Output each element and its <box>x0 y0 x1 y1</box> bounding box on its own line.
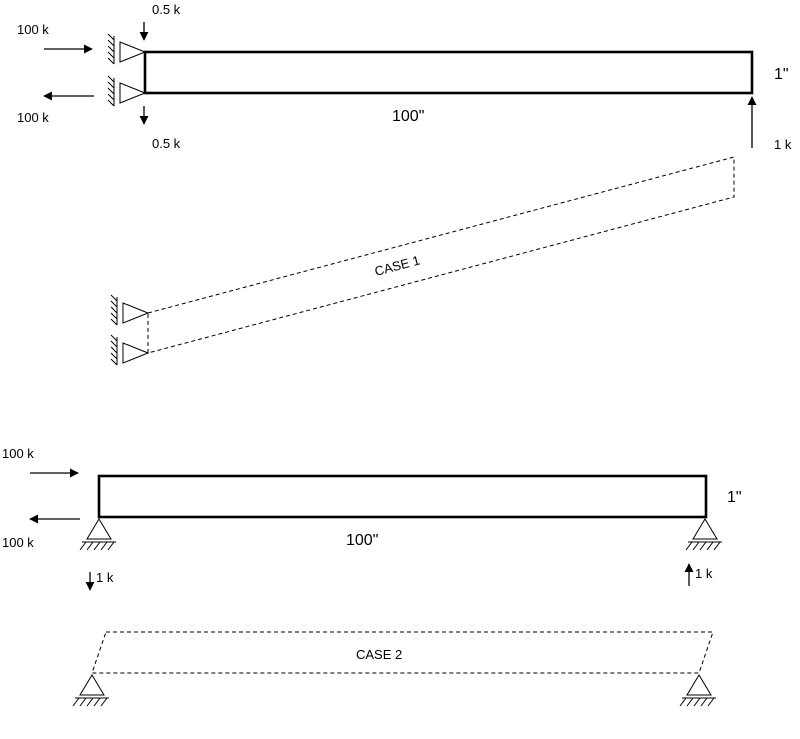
case1-depth-label: 1" <box>774 66 789 83</box>
case1-length-label: 100" <box>392 108 424 125</box>
case1-end-force-label: 1 k <box>774 137 792 152</box>
case2-bottom-axial-label: 100 k <box>2 535 34 550</box>
case2-caption: CASE 2 <box>356 647 402 662</box>
case2-beam <box>97 474 708 519</box>
case1-deformed-lower-support <box>110 334 150 366</box>
case2-group: 100 k 100 k 100" 1" 1 k 1 k CASE 2 <box>2 446 742 707</box>
case1-deformed-shape <box>147 156 735 354</box>
case2-top-axial-label: 100 k <box>2 446 34 461</box>
case2-left-pin-support <box>79 518 116 551</box>
case2-right-pin-support <box>685 518 722 551</box>
case1-lower-pin-support <box>107 75 147 107</box>
case2-left-reaction-label: 1 k <box>96 570 114 585</box>
case1-group: 100 k 100 k 0.5 k 0.5 k 100" 1" 1 k CASE… <box>17 2 792 366</box>
case1-top-shear-label: 0.5 k <box>152 2 181 17</box>
case1-deformed-upper-support <box>110 294 150 326</box>
case1-upper-pin-support <box>107 33 147 65</box>
case2-length-label: 100" <box>346 532 378 549</box>
case1-beam <box>143 50 754 95</box>
case1-bottom-shear-label: 0.5 k <box>152 136 181 151</box>
case1-caption: CASE 1 <box>373 253 422 279</box>
case2-depth-label: 1" <box>727 489 742 506</box>
case1-bottom-axial-label: 100 k <box>17 110 49 125</box>
case1-top-axial-label: 100 k <box>17 22 49 37</box>
case2-deformed-left-support <box>72 674 109 707</box>
case2-right-reaction-label: 1 k <box>695 566 713 581</box>
case2-deformed-shape <box>91 631 714 674</box>
case2-deformed-right-support <box>679 674 716 707</box>
